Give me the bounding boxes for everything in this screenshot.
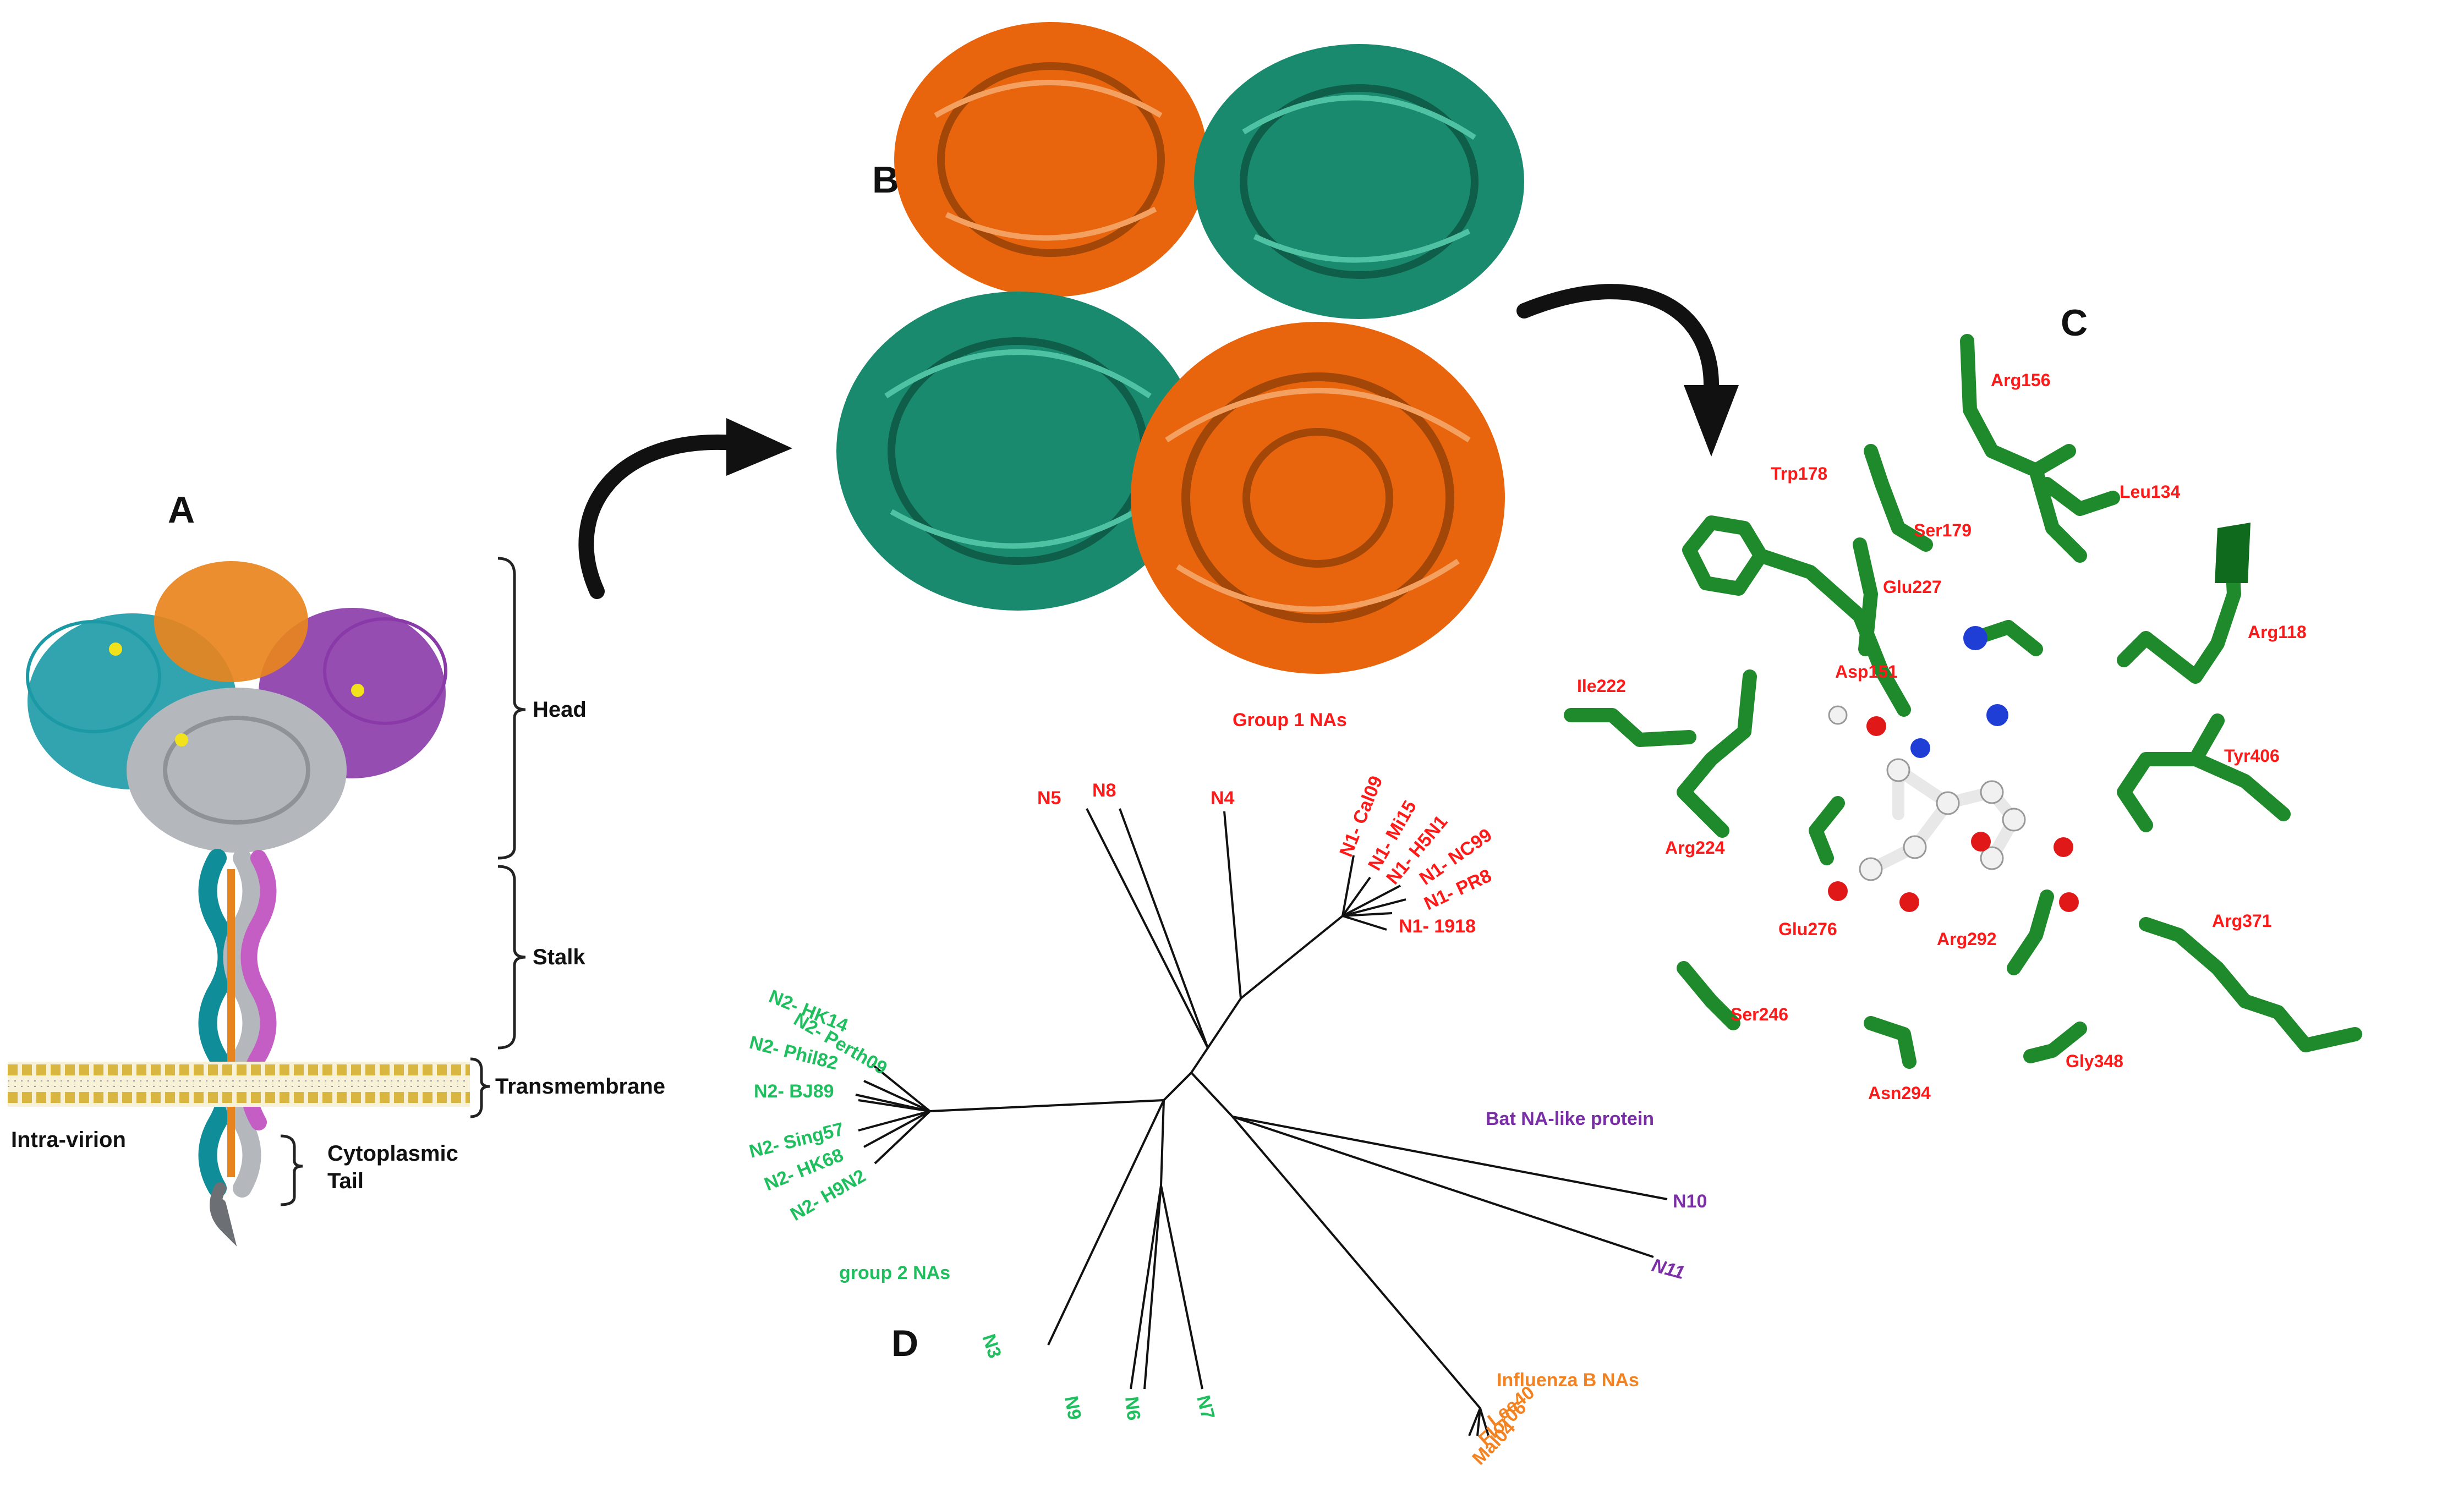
residue-arg371: Arg371: [2212, 911, 2272, 931]
residue-asp151: Asp151: [1835, 662, 1898, 682]
residue-ser246: Ser246: [1731, 1004, 1788, 1024]
intra-virion-label: Intra-virion: [11, 1128, 126, 1152]
head-label: Head: [533, 698, 587, 722]
leaf-n4: N4: [1211, 788, 1235, 809]
leaf-n3: N3: [978, 1332, 1005, 1361]
leaf-n11: N11: [1650, 1255, 1687, 1283]
helix-end-arg118: [2215, 523, 2251, 583]
residue-arg224: Arg224: [1665, 838, 1725, 858]
panel-d-letter: D: [891, 1322, 918, 1364]
stalk-label: Stalk: [533, 945, 585, 969]
domain-brackets: [280, 557, 526, 1206]
transmembrane-label: Transmembrane: [495, 1074, 665, 1099]
group2-title: group 2 NAs: [839, 1262, 950, 1283]
leaf-n8: N8: [1092, 780, 1116, 801]
bat-leaves: N10 N11: [1650, 1191, 1707, 1283]
leaf-n1-1918: N1- 1918: [1399, 916, 1476, 937]
na-head-illustration: [26, 561, 447, 853]
residue-arg292: Arg292: [1937, 929, 1997, 949]
arrow-b-to-c: [1516, 284, 1739, 457]
panel-a-letter: A: [168, 489, 195, 531]
residue-leu134: Leu134: [2120, 482, 2180, 502]
residue-asn294: Asn294: [1868, 1083, 1931, 1103]
residue-ile222: Ile222: [1577, 676, 1626, 696]
group1-title: Group 1 NAs: [1233, 710, 1347, 731]
influenzaB-title: Influenza B NAs: [1497, 1370, 1639, 1391]
residue-tyr406: Tyr406: [2224, 746, 2280, 766]
tail-label: Tail: [327, 1169, 364, 1193]
leaf-n7: N7: [1192, 1393, 1218, 1421]
residue-trp178: Trp178: [1771, 464, 1827, 484]
leaf-n5: N5: [1037, 788, 1061, 809]
tetramer-illustration: [836, 22, 1524, 674]
leaf-n6: N6: [1121, 1396, 1144, 1421]
cytoplasmic-label: Cytoplasmic: [327, 1141, 458, 1166]
residue-ser179: Ser179: [1914, 520, 1972, 540]
panel-c: C: [1564, 302, 2362, 1103]
inhibitor-ball-and-stick: [1828, 626, 2079, 912]
tree-branches: [855, 808, 1668, 1436]
bat-title: Bat NA-like protein: [1486, 1108, 1654, 1129]
residue-arg156: Arg156: [1991, 370, 2051, 390]
residue-labels: Arg156 Trp178 Leu134 Ser179 Glu227 Arg11…: [1577, 370, 2307, 1103]
panel-a: A: [8, 489, 665, 1247]
residue-glu276: Glu276: [1778, 919, 1837, 939]
arrow-a-to-b: [578, 418, 792, 599]
panel-d: D: [747, 710, 1707, 1469]
panel-b: B: [836, 22, 1524, 674]
active-site-sticks: [1564, 334, 2362, 1069]
residue-gly348: Gly348: [2066, 1051, 2123, 1071]
residue-arg118: Arg118: [2248, 622, 2307, 642]
leaf-n2-bj89: N2- BJ89: [754, 1081, 834, 1102]
leaf-n10: N10: [1673, 1191, 1707, 1212]
leaf-n9: N9: [1060, 1394, 1085, 1421]
stalk-helices: [198, 849, 277, 1247]
residue-glu227: Glu227: [1883, 577, 1942, 597]
lipid-bilayer: [8, 1062, 470, 1107]
group1-leaves: N5 N8 N4 N1- Cal09 N1- Mi15 N1- H5N1 N1-…: [1037, 773, 1496, 937]
panel-c-letter: C: [2061, 302, 2088, 344]
